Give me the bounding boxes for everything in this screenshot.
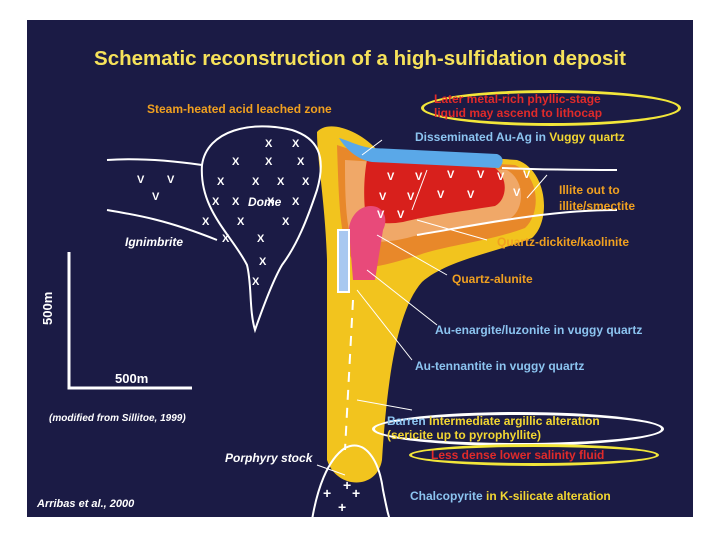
svg-text:V: V xyxy=(477,169,485,181)
svg-text:X: X xyxy=(297,156,305,168)
svg-text:+: + xyxy=(352,485,360,501)
label-au-enargite: Au-enargite/luzonite in vuggy quartz xyxy=(435,323,643,337)
scale-label-horizontal: 500m xyxy=(115,371,149,386)
svg-text:X: X xyxy=(292,196,300,208)
label-steam-heated: Steam-heated acid leached zone xyxy=(147,102,332,116)
label-quartz-alunite: Quartz-alunite xyxy=(452,272,533,286)
svg-text:X: X xyxy=(267,196,275,208)
svg-text:X: X xyxy=(292,138,300,150)
svg-text:V: V xyxy=(387,171,395,183)
svg-text:X: X xyxy=(237,216,245,228)
label-illite-line2: illite/smectite xyxy=(559,199,636,213)
alteration-zone-red xyxy=(364,160,505,224)
porphyry-stock-outline xyxy=(311,444,391,517)
label-quartz-dickite: Quartz-dickite/kaolinite xyxy=(497,235,630,249)
svg-text:V: V xyxy=(379,191,387,203)
label-disseminated: Disseminated Au-Ag in Vuggy quartz xyxy=(415,130,625,144)
leader-lines xyxy=(316,139,548,476)
svg-text:X: X xyxy=(282,216,290,228)
disseminated-zone-blue xyxy=(339,138,503,168)
svg-text:X: X xyxy=(232,156,240,168)
svg-text:X: X xyxy=(265,156,273,168)
dome-outline xyxy=(200,125,322,334)
svg-text:X: X xyxy=(302,176,310,188)
svg-text:V: V xyxy=(467,189,475,201)
svg-text:V: V xyxy=(523,169,531,181)
svg-text:X: X xyxy=(232,196,240,208)
svg-text:X: X xyxy=(212,196,220,208)
highlight-oval-lithocap xyxy=(421,90,681,126)
svg-text:V: V xyxy=(447,169,455,181)
svg-text:X: X xyxy=(265,138,273,150)
svg-text:V: V xyxy=(377,209,385,221)
svg-text:X: X xyxy=(277,176,285,188)
svg-text:X: X xyxy=(252,176,260,188)
svg-text:X: X xyxy=(259,256,267,268)
label-dome: Dome xyxy=(248,195,282,209)
slide-title: Schematic reconstruction of a high-sulfi… xyxy=(94,47,626,70)
label-barren-line2: (sericite up to pyrophyllite) xyxy=(387,428,542,442)
svg-text:X: X xyxy=(217,176,225,188)
svg-text:V: V xyxy=(415,171,423,183)
citation-sillitoe: (modified from Sillitoe, 1999) xyxy=(49,413,186,424)
svg-text:V: V xyxy=(137,174,145,186)
label-ignimbrite: Ignimbrite xyxy=(125,235,184,249)
conduit-pink xyxy=(349,206,386,280)
scale-bar xyxy=(67,252,192,390)
svg-text:X: X xyxy=(257,233,265,245)
label-porphyry-stock: Porphyry stock xyxy=(225,451,313,465)
citation-arribas: Arribas et al., 2000 xyxy=(37,498,135,510)
conduit-feeder xyxy=(337,229,350,293)
label-later-line1: Later metal-rich phyllic-stage xyxy=(434,92,601,106)
svg-text:V: V xyxy=(152,191,160,203)
svg-text:X: X xyxy=(202,216,210,228)
conduit-centerline xyxy=(344,299,354,451)
highlight-oval-fluid xyxy=(409,444,659,466)
label-au-tennantite: Au-tennantite in vuggy quartz xyxy=(415,359,585,373)
svg-text:V: V xyxy=(497,171,505,183)
svg-text:V: V xyxy=(513,187,521,199)
label-less-dense: Less dense lower salinity fluid xyxy=(431,448,605,462)
label-chalcopyrite: Chalcopyrite in K-silicate alteration xyxy=(410,489,611,503)
svg-text:V: V xyxy=(167,174,175,186)
label-barren: Barren Intermediate argillic alteration xyxy=(387,414,600,428)
label-illite-line1: Illite out to xyxy=(559,183,620,197)
svg-text:+: + xyxy=(338,499,346,515)
svg-text:V: V xyxy=(437,189,445,201)
svg-text:V: V xyxy=(397,209,405,221)
svg-text:V: V xyxy=(407,191,415,203)
svg-text:X: X xyxy=(252,276,260,288)
svg-text:X: X xyxy=(222,233,230,245)
ignimbrite-outline xyxy=(106,158,618,241)
svg-text:+: + xyxy=(343,477,351,493)
svg-text:+: + xyxy=(323,485,331,501)
scale-label-vertical: 500m xyxy=(40,291,55,325)
label-later-line2: liquid may ascend to lithocap xyxy=(434,106,603,120)
